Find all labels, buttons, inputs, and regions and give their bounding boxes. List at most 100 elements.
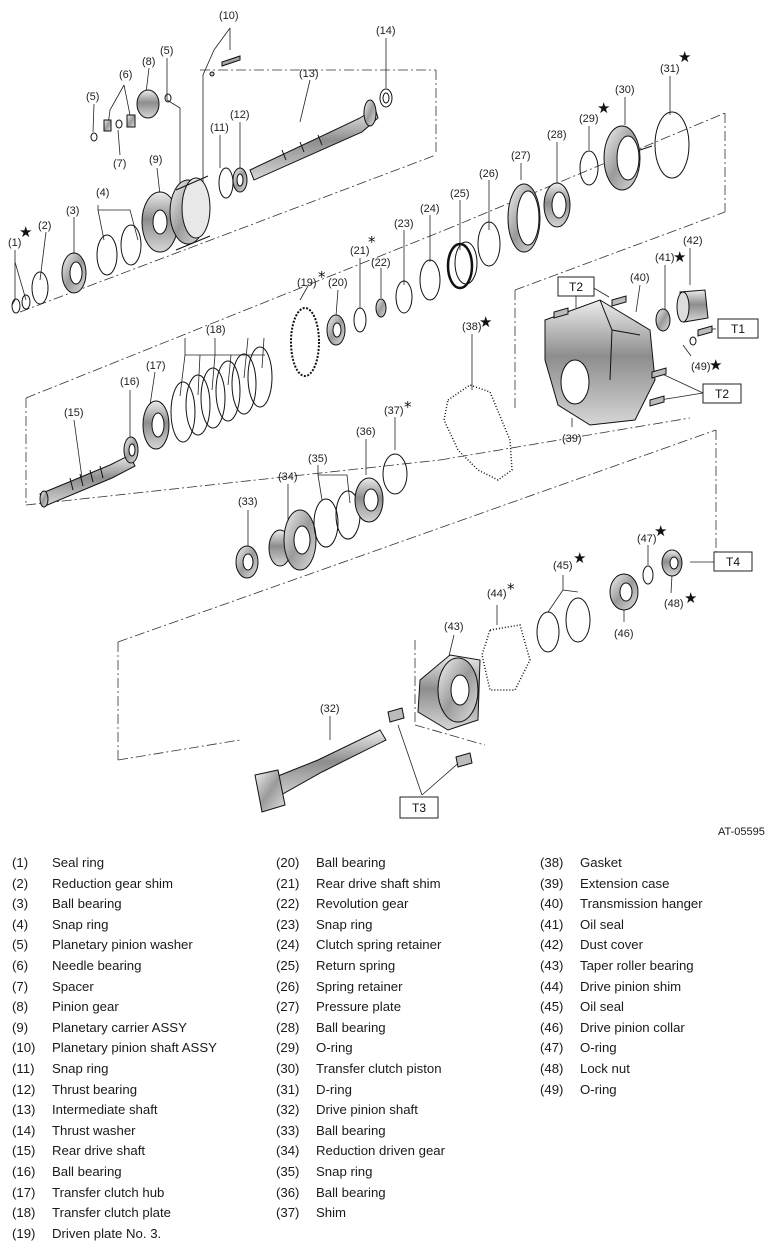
legend-item-number: (42)	[540, 937, 564, 953]
legend-item: (43)Taper roller bearing	[540, 956, 703, 977]
legend-item-number: (16)	[12, 1163, 36, 1179]
callout-15: (15)	[64, 407, 84, 419]
callout-1: (1)	[8, 237, 21, 249]
legend-item-name: Reduction driven gear	[316, 1143, 446, 1159]
legend-item-name: Shim	[316, 1205, 347, 1221]
legend-item-name: Ball bearing	[52, 896, 122, 912]
callout-24: (24)	[420, 203, 440, 215]
drive-pinion-shim-44	[481, 624, 531, 691]
callout-49: (49)	[691, 361, 711, 373]
callout-42: (42)	[683, 235, 703, 247]
legend-item-name: Ball bearing	[316, 1122, 386, 1138]
legend-item-name: Pinion gear	[52, 999, 119, 1015]
legend-item-number: (39)	[540, 875, 564, 891]
legend-item-number: (19)	[12, 1225, 36, 1241]
legend-item: (35)Snap ring	[276, 1162, 445, 1183]
callout-29: (29)	[579, 113, 599, 125]
legend-item-name: Rear drive shaft	[52, 1143, 146, 1159]
markers: ★ ★ ★ ★ ★ ★ ★ ★ ★ * * * *	[19, 48, 722, 607]
figure-code: AT-05595	[718, 826, 765, 838]
legend-item: (41)Oil seal	[540, 915, 703, 936]
callout-37: (37)	[384, 405, 404, 417]
callout-8: (8)	[142, 56, 155, 68]
legend-item-number: (2)	[12, 875, 29, 891]
ball-bearing-33	[235, 545, 259, 579]
ball-bearing-3	[61, 252, 87, 294]
star-mark-1: ★	[19, 223, 32, 241]
legend-item-name: Needle bearing	[52, 957, 142, 973]
legend-item: (32)Drive pinion shaft	[276, 1100, 445, 1121]
return-spring-25	[446, 241, 478, 290]
bolt-T1	[697, 325, 713, 337]
callout-43: (43)	[444, 621, 464, 633]
legend-item: (29)O-ring	[276, 1038, 445, 1059]
callout-5b: (5)	[160, 45, 173, 57]
callout-23: (23)	[394, 218, 414, 230]
callout-11: (11)	[210, 122, 229, 134]
legend-item-name: Transfer clutch hub	[52, 1184, 165, 1200]
legend-item-number: (12)	[12, 1081, 36, 1097]
legend-item-number: (17)	[12, 1184, 36, 1200]
tag-T4: T4	[713, 551, 753, 572]
ball-bearing-20	[326, 314, 346, 346]
tag-T2-top: T2	[557, 276, 595, 297]
legend-item: (6)Needle bearing	[12, 956, 217, 977]
legend-item-number: (18)	[12, 1205, 36, 1221]
callout-31: (31)	[660, 63, 680, 75]
callout-17: (17)	[146, 360, 166, 372]
o-ring-47	[642, 565, 654, 585]
legend-item-number: (45)	[540, 999, 564, 1015]
callouts: (1) (2) (3) (4) (5) (5) (6) (7) (8) (9) …	[8, 10, 711, 715]
legend-item-number: (36)	[276, 1184, 300, 1200]
legend-item-number: (27)	[276, 999, 300, 1015]
legend-item: (14)Thrust washer	[12, 1121, 217, 1142]
legend-item-name: Thrust washer	[52, 1122, 136, 1138]
legend-item-number: (32)	[276, 1102, 300, 1118]
legend-item-name: Ball bearing	[52, 1163, 122, 1179]
svg-text:T4: T4	[726, 555, 740, 569]
legend-item-number: (40)	[540, 896, 564, 912]
dust-cover-42	[676, 289, 709, 323]
legend-item: (21)Rear drive shaft shim	[276, 874, 445, 895]
callout-35: (35)	[308, 453, 328, 465]
callout-46: (46)	[614, 628, 634, 640]
star-mark-47: ★	[654, 522, 667, 540]
legend-item-number: (22)	[276, 896, 300, 912]
legend-item-number: (23)	[276, 916, 300, 932]
legend-item: (30)Transfer clutch piston	[276, 1059, 445, 1080]
shim-37	[382, 453, 408, 495]
legend-item-number: (44)	[540, 978, 564, 994]
thrust-washer-14	[379, 88, 393, 108]
legend-item-number: (11)	[12, 1060, 35, 1076]
legend-item: (42)Dust cover	[540, 935, 703, 956]
callout-39: (39)	[562, 433, 582, 445]
legend-item: (28)Ball bearing	[276, 1018, 445, 1039]
ball-bearing-28	[543, 182, 571, 228]
legend-item-number: (46)	[540, 1019, 564, 1035]
callout-30: (30)	[615, 84, 635, 96]
legend-item-number: (13)	[12, 1102, 36, 1118]
star-mark-41: ★	[673, 248, 686, 266]
callout-16: (16)	[120, 376, 140, 388]
legend-item: (24)Clutch spring retainer	[276, 935, 445, 956]
star-mark-38: ★	[479, 313, 492, 331]
legend-item-number: (48)	[540, 1060, 564, 1076]
legend-item-name: Snap ring	[316, 1163, 373, 1179]
legend-item: (46)Drive pinion collar	[540, 1018, 703, 1039]
callout-32: (32)	[320, 703, 340, 715]
legend-item: (49)O-ring	[540, 1080, 703, 1101]
legend-item-number: (41)	[540, 916, 564, 932]
star-mark-29: ★	[597, 99, 610, 117]
asterisk-mark-21: *	[368, 233, 376, 251]
legend-item: (18)Transfer clutch plate	[12, 1203, 217, 1224]
callout-18: (18)	[206, 324, 226, 336]
legend-item-name: Snap ring	[52, 916, 109, 932]
legend-item-number: (49)	[540, 1081, 564, 1097]
callout-2: (2)	[38, 220, 51, 232]
legend-item-number: (10)	[12, 1040, 36, 1056]
legend-item: (20)Ball bearing	[276, 853, 445, 874]
legend-item-number: (34)	[276, 1143, 300, 1159]
legend-item-name: Planetary pinion shaft ASSY	[52, 1040, 217, 1056]
legend-item-number: (20)	[276, 855, 300, 870]
legend-item: (7)Spacer	[12, 977, 217, 998]
